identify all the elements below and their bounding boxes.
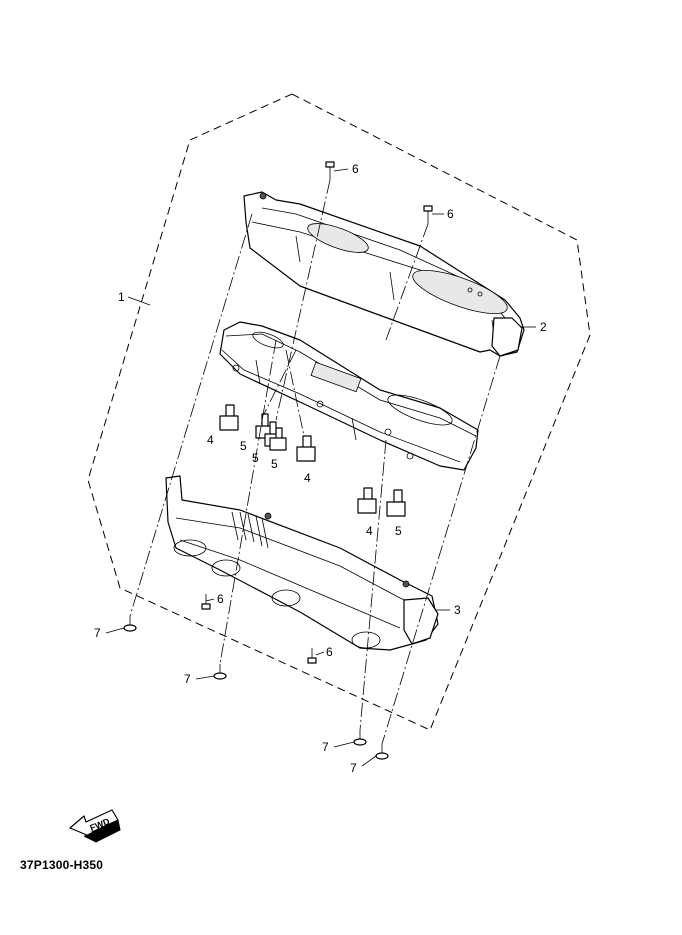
- leader-lines: [105, 168, 536, 767]
- callout-5-b: 5: [252, 451, 259, 465]
- meter-unit-part: [219, 321, 479, 471]
- diagram-code: 37P1300-H350: [20, 858, 104, 872]
- screw-7c: [353, 730, 367, 746]
- callout-6-upper-right: 6: [447, 207, 454, 221]
- callout-5-right: 5: [395, 524, 402, 538]
- assembly-center-lines: [129, 179, 501, 745]
- callout-5-c: 5: [271, 457, 278, 471]
- callout-7-lower-b: 7: [350, 761, 357, 775]
- fwd-arrow-icon: FWD: [69, 809, 121, 843]
- callout-3: 3: [454, 603, 461, 617]
- callout-6-top: 6: [352, 162, 359, 176]
- callout-1: 1: [118, 290, 125, 304]
- callout-7-left: 7: [94, 626, 101, 640]
- meter-case-part: [165, 475, 439, 651]
- callout-4-right: 4: [366, 524, 373, 538]
- meter-cover-part: [243, 191, 525, 357]
- callout-4-center: 4: [304, 471, 311, 485]
- screw-6c: [201, 594, 211, 610]
- callout-5-a: 5: [240, 439, 247, 453]
- collar-5c: [269, 427, 287, 451]
- screw-7d: [375, 744, 389, 760]
- callout-2: 2: [540, 320, 547, 334]
- callout-7-center: 7: [184, 672, 191, 686]
- screw-6d: [307, 648, 317, 664]
- screw-7b: [213, 664, 227, 680]
- callout-4-upper-left: 4: [207, 433, 214, 447]
- grommet-4b: [296, 435, 316, 462]
- screw-6a: [325, 161, 335, 180]
- callout-6-lower-left: 6: [217, 592, 224, 606]
- screw-6b: [423, 205, 433, 224]
- collar-5d: [386, 489, 406, 517]
- assembly-boundary: [87, 93, 591, 731]
- grommet-4a: [219, 404, 239, 431]
- grommet-4c: [357, 487, 377, 514]
- screw-7a: [123, 616, 137, 632]
- callout-6-lower-center: 6: [326, 645, 333, 659]
- callout-7-lower-a: 7: [322, 740, 329, 754]
